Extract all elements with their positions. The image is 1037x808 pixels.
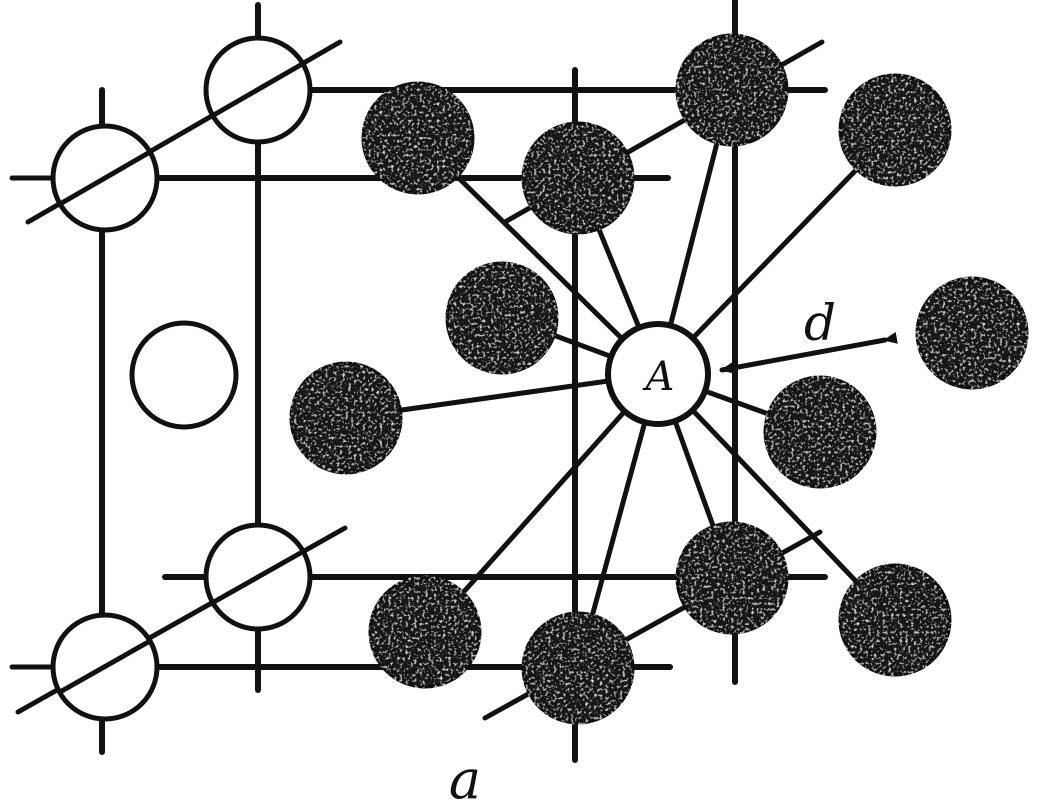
diagonal-axis-overlay	[209, 548, 307, 606]
dark-atom	[763, 375, 877, 489]
distance-arrow	[719, 331, 898, 374]
bond-line	[425, 371, 661, 635]
diagonal-axis-overlay	[57, 149, 153, 207]
dark-atom	[445, 261, 559, 375]
central-atom: A	[605, 321, 711, 427]
dark-atom	[361, 81, 475, 195]
dark-atom	[838, 563, 952, 677]
distance-label: d	[804, 294, 836, 352]
light-atom	[129, 320, 239, 430]
central-atom-circle	[605, 321, 711, 427]
dark-atom	[675, 521, 789, 635]
axis-overlays	[57, 60, 307, 695]
diagonal-axis-overlay	[57, 638, 153, 695]
dark-atom	[289, 361, 403, 475]
dark-atom	[521, 611, 635, 725]
bond-line	[655, 371, 896, 623]
bond-line	[655, 132, 893, 377]
central-atom-label: A	[642, 354, 675, 400]
dark-atom	[521, 121, 635, 235]
diagonal-axis-overlay	[209, 60, 307, 119]
dark-atom	[838, 73, 952, 187]
light-atoms	[50, 35, 313, 722]
figure-caption: a	[449, 748, 481, 808]
dark-atom	[368, 575, 482, 689]
dark-atom	[915, 276, 1029, 390]
dark-atoms	[289, 33, 1029, 725]
distance-indicator: d	[719, 294, 898, 374]
dark-atom	[675, 33, 789, 147]
